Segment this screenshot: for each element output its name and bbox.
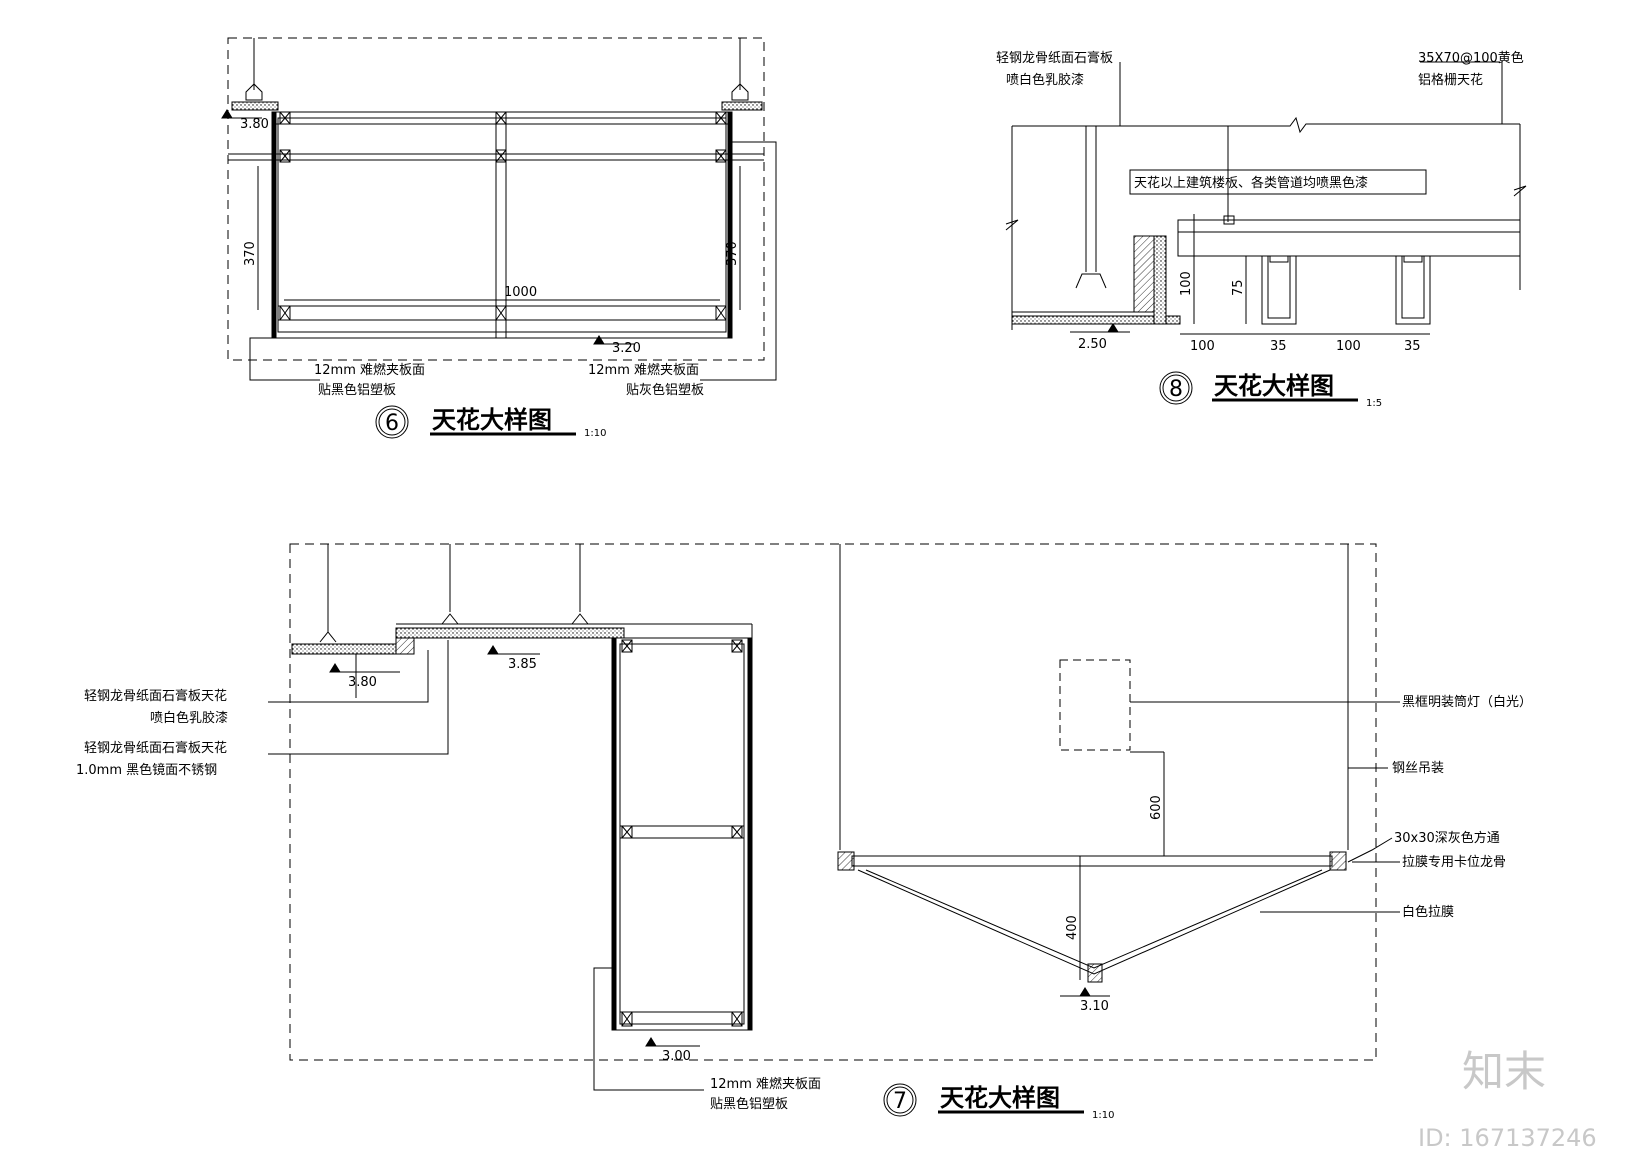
detail-6-boundary [227,37,765,361]
downlight-outline [1059,659,1131,751]
dim-400: 400 [1065,915,1080,940]
stretch-membrane [857,869,1331,975]
level-marker-3.80 [221,109,233,119]
detail-7-number-bubble [883,1083,917,1117]
detail-8-number: 8 [1169,377,1183,402]
detail-7-number: 7 [893,1089,907,1114]
detail-8-note-tr-1: 35X70@100黄色 [1418,50,1524,66]
hanger-bracket-right [731,83,749,101]
detail-7-note-tube-1: 30x30深灰色方通 [1394,830,1500,846]
detail-7-note-l1-1: 轻钢龙骨纸面石膏板天花 [84,688,227,704]
level-3.00-label: 3.00 [662,1049,691,1064]
detail-8-note-tr-2: 铝格栅天花 [1418,72,1483,88]
detail-7-vertical-frame [611,637,753,1031]
dim-bottom-3: 100 [1336,339,1361,354]
dim-bottom-2: 35 [1270,339,1287,354]
level-3.80-label: 3.80 [240,117,269,132]
detail-7-note-l1-2: 喷白色乳胶漆 [150,710,228,726]
detail-8-slat-2 [1395,256,1431,325]
detail-8-note-tl-2: 喷白色乳胶漆 [1006,72,1084,88]
detail-6-note-right-1: 12mm 难燃夹板面 [588,362,699,378]
level-marker-3.10 [1079,987,1091,997]
detail-7-boundary [289,543,1377,1061]
level-marker-2.50 [1107,323,1119,333]
detail-6-cross-markers [279,111,727,321]
detail-7-note-l2-2: 1.0mm 黑色镜面不锈钢 [76,762,217,778]
detail-8-number-bubble [1159,371,1193,405]
detail-8-note-tl-1: 轻钢龙骨纸面石膏板 [996,50,1113,66]
detail-6 [221,37,777,439]
hanger-bracket-left [245,83,263,101]
detail-6-frame-outer [271,111,733,339]
dim-bottom-4: 35 [1404,339,1421,354]
detail-7-cross-markers [621,639,743,1027]
detail-6-number: 6 [385,411,399,436]
stretch-frame-top [851,855,1333,867]
detail-7-note-tube-2: 拉膜专用卡位龙骨 [1402,855,1506,870]
detail-8-note-box-text: 天花以上建筑楼板、各类管道均喷黑色漆 [1134,175,1368,191]
detail-7-note-downlight: 黑框明装筒灯（白光） [1402,694,1532,710]
detail-8-note-box [1129,169,1427,195]
detail-6-title: 天花大样图 [432,406,552,434]
level-marker-3.20 [593,335,605,345]
detail-8-slat-1 [1261,256,1297,325]
level-3.85-label: 3.85 [508,657,537,672]
dim-75-vertical: 75 [1231,279,1246,296]
detail-7-note-bottom-1: 12mm 难燃夹板面 [710,1076,821,1092]
level-2.50-label: 2.50 [1078,337,1107,352]
detail-7-scale: 1:10 [1092,1110,1114,1121]
dim-600: 600 [1149,795,1164,820]
detail-7-note-l2-1: 轻钢龙骨纸面石膏板天花 [84,740,227,756]
dim-1000: 1000 [504,285,537,300]
dim-370-left: 370 [243,241,258,266]
level-marker-3.85 [487,645,499,655]
detail-7-title: 天花大样图 [940,1084,1060,1112]
detail-6-scale: 1:10 [584,428,606,439]
detail-7 [268,543,1400,1117]
detail-6-note-left-2: 贴黑色铝塑板 [318,382,396,398]
dim-370-right: 370 [725,241,740,266]
detail-6-note-left-1: 12mm 难燃夹板面 [314,362,425,378]
level-marker-3.00 [645,1037,657,1047]
level-marker-3.80-b [329,663,341,673]
detail-7-note-wire: 钢丝吊装 [1392,761,1444,776]
detail-8 [1005,61,1527,405]
detail-8-carrier-beam [1177,219,1521,257]
level-3.20-label: 3.20 [612,341,641,356]
detail-7-note-bottom-2: 贴黑色铝塑板 [710,1096,788,1112]
watermark-logo: 知末 [1462,1047,1546,1096]
detail-6-note-right-2: 贴灰色铝塑板 [626,382,704,398]
dim-100-vertical: 100 [1179,271,1194,296]
detail-8-scale: 1:5 [1366,398,1382,409]
detail-8-title: 天花大样图 [1214,372,1334,400]
level-3.10-label: 3.10 [1080,999,1109,1014]
detail-7-note-membrane: 白色拉膜 [1402,904,1454,920]
watermark-id: ID: 167137246 [1418,1124,1597,1152]
dim-bottom-1: 100 [1190,339,1215,354]
detail-6-number-bubble [375,405,409,439]
level-3.80-b-label: 3.80 [348,675,377,690]
